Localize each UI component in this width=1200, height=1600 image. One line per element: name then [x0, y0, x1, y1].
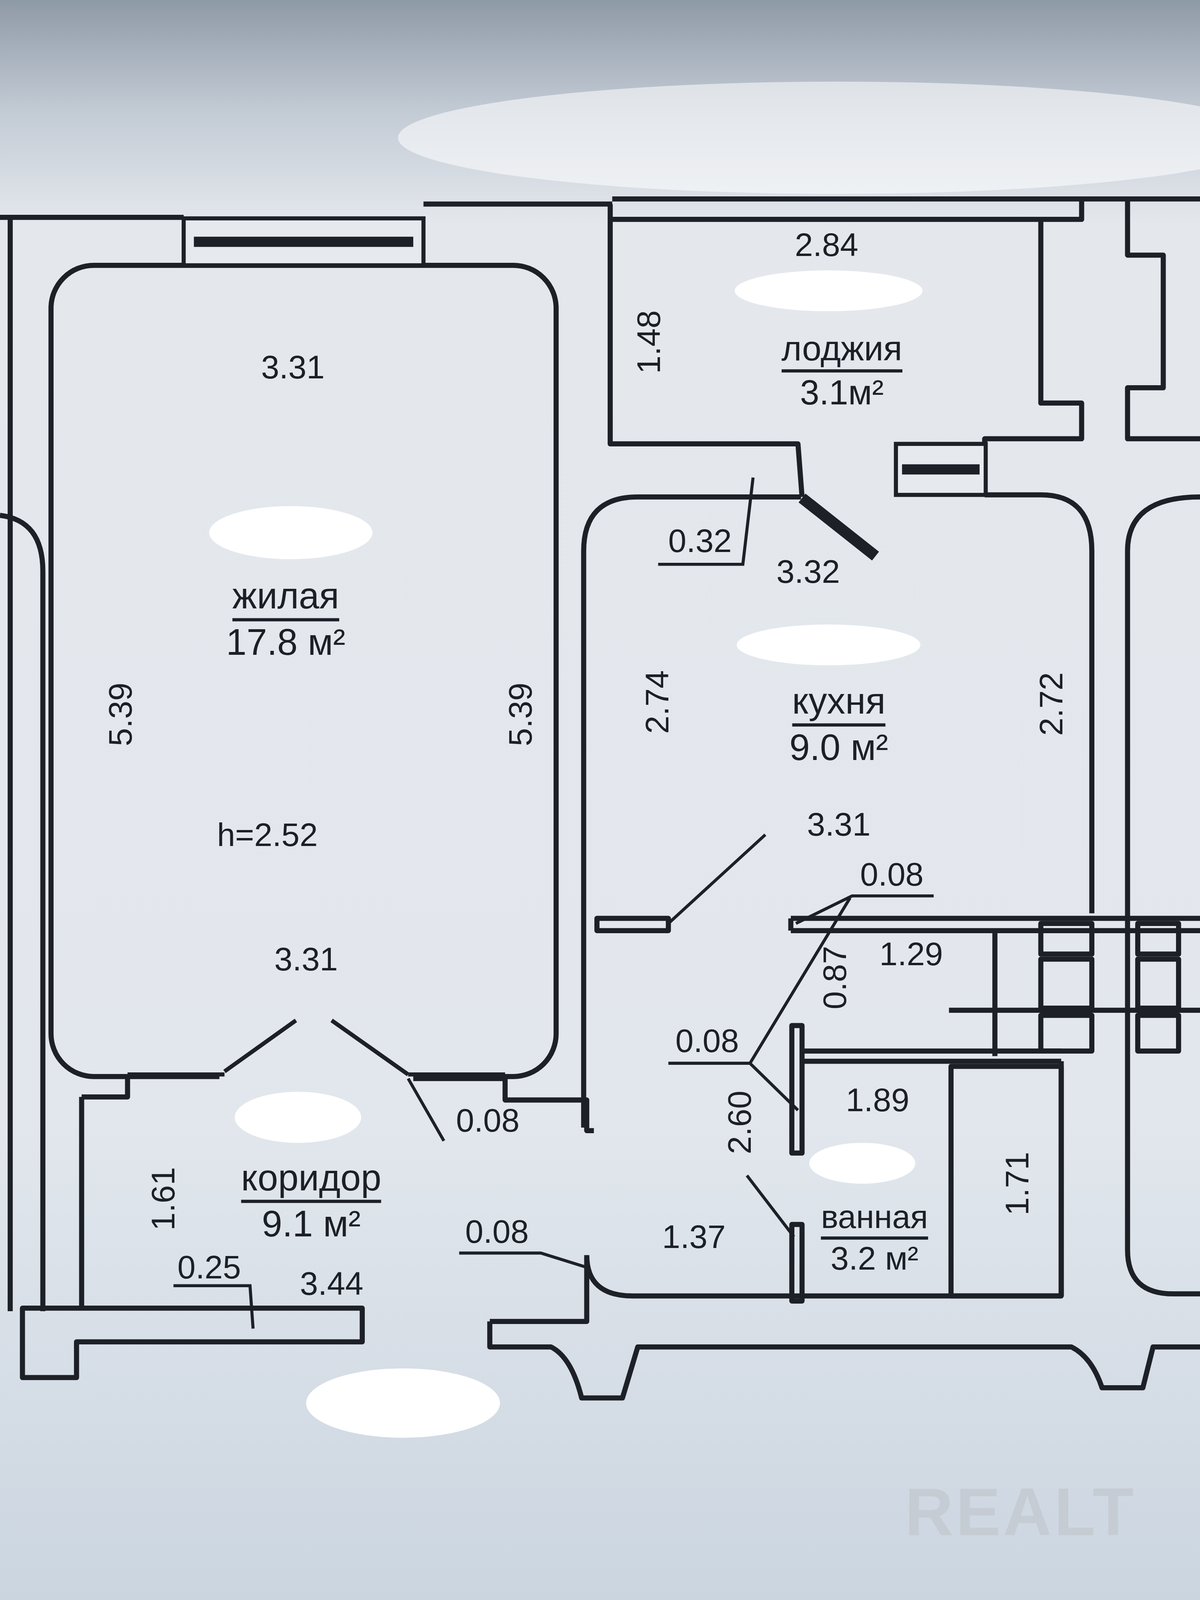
- dimension-label: 0.87: [816, 945, 853, 1010]
- dimension-label: 0.08: [675, 1022, 739, 1059]
- dimension-label: 5.39: [102, 682, 139, 746]
- dimension-label: 2.84: [794, 226, 859, 263]
- dimension-label: 1.37: [662, 1218, 726, 1255]
- dimension-label: 0.08: [465, 1213, 529, 1250]
- window: [183, 218, 986, 495]
- redaction: [209, 270, 923, 1438]
- room-box: кухня9.0 м²: [785, 678, 892, 772]
- leader-lines: [173, 477, 934, 1329]
- room-name: ванная: [820, 1198, 928, 1240]
- walls: [0, 198, 1200, 1398]
- dimension-label: 1.71: [999, 1152, 1036, 1216]
- room-name: лоджия: [781, 328, 903, 373]
- dimension-label: 3.32: [776, 553, 840, 590]
- dimension-label: 2.60: [722, 1090, 758, 1155]
- watermark: REALT: [904, 1475, 1137, 1550]
- room-name: кухня: [792, 680, 886, 727]
- dimension-label: 0.08: [860, 856, 924, 893]
- room-area: 17.8 м²: [226, 621, 346, 664]
- room-name: коридор: [241, 1156, 382, 1204]
- room-area: 9.1 м²: [262, 1203, 361, 1246]
- dimension-label: 0.25: [177, 1249, 242, 1286]
- room-area: 9.0 м²: [789, 726, 888, 769]
- dimension-label: 5.39: [502, 682, 539, 746]
- dimension-label: h=2.52: [216, 816, 318, 853]
- dimension-label: 1.29: [879, 936, 944, 972]
- glare: [398, 81, 1200, 194]
- room-box: коридор9.1 м²: [237, 1154, 386, 1248]
- dimension-label: 3.31: [807, 806, 871, 843]
- room-box: ванная3.2 м²: [816, 1196, 932, 1280]
- room-name: жилая: [232, 575, 340, 622]
- doors: [127, 498, 876, 1084]
- dimension-label: 2.74: [639, 670, 676, 734]
- dimension-label: 0.32: [668, 522, 732, 559]
- dimension-label: 3.31: [274, 941, 338, 978]
- room-box: лоджия3.1м²: [777, 326, 907, 415]
- dimension-label: 1.61: [145, 1167, 182, 1231]
- room-area: 3.2 м²: [830, 1239, 918, 1278]
- room-box: жилая17.8 м²: [222, 572, 350, 666]
- dimension-label: 0.08: [456, 1102, 520, 1139]
- room-area: 3.1м²: [800, 372, 884, 413]
- dimension-label: 3.31: [261, 349, 325, 386]
- dimension-label: 2.72: [1033, 672, 1070, 736]
- dimension-label: 1.89: [845, 1082, 910, 1118]
- dimension-label: 1.48: [631, 310, 668, 374]
- dimension-label: 3.44: [300, 1265, 364, 1302]
